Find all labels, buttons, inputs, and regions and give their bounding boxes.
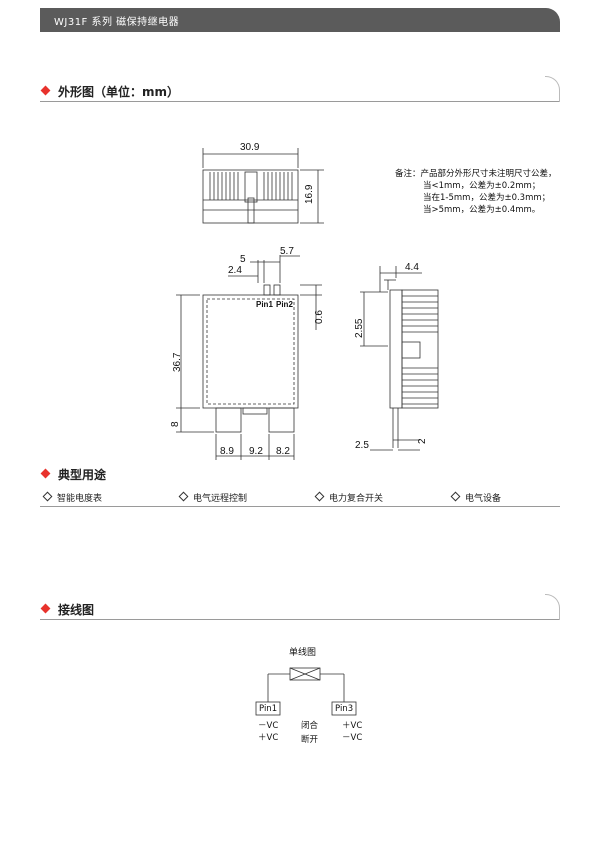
dim-2-55: 2.55 [354, 318, 365, 338]
section-title: 典型用途 [58, 468, 107, 482]
dim-height-top: 16.9 [304, 184, 315, 204]
section-title: 接线图 [58, 603, 95, 617]
application-item: 电力复合开关 [314, 491, 383, 504]
wiring-right-pin: Pin3 [335, 704, 354, 714]
section-title: 外形图（单位：mm） [58, 85, 180, 99]
wiring-left-v1: －VC [258, 721, 279, 731]
note-line-1: 备注：产品部分外形尺寸未注明尺寸公差， [395, 169, 557, 179]
side-view-fins [401, 289, 439, 409]
front-view-foot-left [215, 407, 242, 433]
dim-0-6: 0.6 [314, 310, 325, 324]
wiring-state-closed: 闭合 [301, 721, 319, 731]
dim-8-9: 8.9 [220, 446, 234, 457]
dim-9-2: 9.2 [249, 446, 263, 457]
dim-5-7: 5.7 [280, 246, 294, 257]
dim-2-4: 2.4 [228, 265, 242, 276]
notes-block: 备注：产品部分外形尺寸未注明尺寸公差， 当<1mm，公差为±0.2mm； 当在1… [395, 168, 557, 216]
wiring-left-v2: ＋VC [258, 733, 279, 743]
dim-width: 30.9 [240, 142, 260, 153]
dim-2-5: 2.5 [355, 440, 369, 451]
section-divider [40, 101, 560, 102]
application-item: 电气设备 [450, 491, 501, 504]
wiring-state-open: 断开 [301, 735, 319, 745]
dim-8-2: 8.2 [276, 446, 290, 457]
wiring-right-v1: ＋VC [342, 721, 363, 731]
section-divider [40, 619, 560, 620]
dim-8: 8 [170, 421, 181, 427]
application-item: 智能电度表 [42, 491, 102, 504]
wiring-left-pin: Pin1 [259, 704, 278, 714]
dim-4-4: 4.4 [405, 262, 419, 273]
note-line-2: 当<1mm，公差为±0.2mm； [423, 181, 541, 191]
applications-divider [40, 506, 560, 507]
note-line-4: 当>5mm，公差为±0.4mm。 [423, 205, 541, 215]
front-view-foot-right [268, 407, 295, 433]
top-view-fins [203, 171, 298, 224]
header-bar: WJ31F 系列 磁保持继电器 [40, 8, 560, 32]
note-line-3: 当在1-5mm，公差为±0.3mm； [423, 193, 551, 203]
wiring-right-v2: －VC [342, 733, 363, 743]
dim-2: 2 [417, 438, 428, 444]
dim-5: 5 [240, 254, 246, 265]
pin2-label: Pin2 [276, 300, 293, 309]
dim-36-7: 36.7 [172, 352, 183, 372]
front-view-inner [206, 298, 295, 405]
application-item: 电气远程控制 [178, 491, 247, 504]
pin1-label: Pin1 [256, 300, 273, 309]
pin3-box [331, 701, 357, 716]
header-title: WJ31F 系列 磁保持继电器 [54, 17, 180, 28]
pin1-box [255, 701, 281, 716]
wiring-title: 单线图 [289, 648, 317, 658]
